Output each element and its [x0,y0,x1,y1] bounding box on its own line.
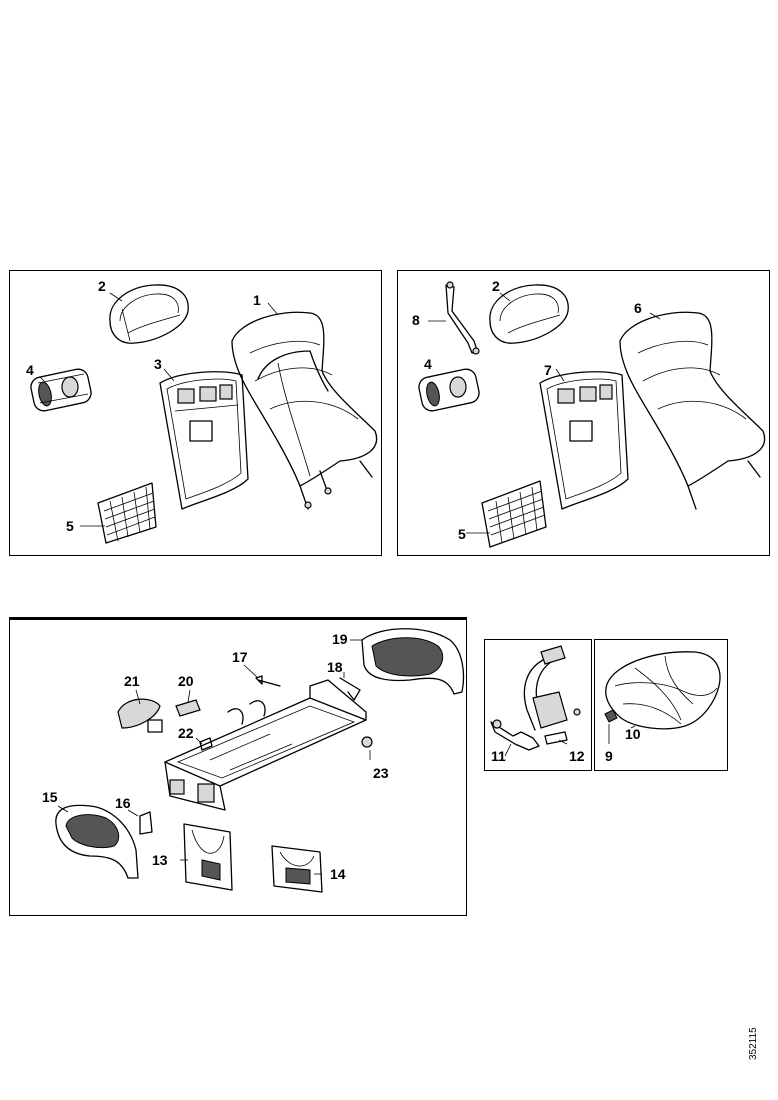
bolt-drawing [255,675,281,687]
panel-belt: 11 12 [484,639,592,771]
panel-top-right-drawing [418,281,766,548]
headrest-drawing [489,284,569,344]
callout-9: 9 [605,748,613,764]
storage-net-drawing [97,482,157,544]
handle-drawing [117,698,161,729]
callout-10: 10 [625,726,641,742]
back-panel-drawing [159,371,249,510]
handle-bracket-drawing [147,719,163,733]
back-panel-drawing [539,371,629,510]
callout-14: 14 [330,866,346,882]
seat-back-cover-drawing [619,311,766,510]
callout-3: 3 [154,356,162,372]
screw-drawing [199,737,213,751]
callout-8: 8 [412,312,420,328]
callout-12: 12 [569,748,585,764]
panel-belt-drawing [490,645,581,757]
panel-cushion: 9 10 [594,639,728,771]
callout-11: 11 [491,748,506,764]
callout-4: 4 [26,362,34,378]
callout-20: 20 [178,673,194,689]
callout-21: 21 [124,673,140,689]
seat-cushion-drawing [605,651,721,730]
trim-panel-drawing [271,845,323,893]
callout-4: 4 [424,356,432,372]
callout-22: 22 [178,725,194,741]
panel-bottom-left: 19 17 18 21 20 22 23 15 16 13 14 [9,617,467,916]
seat-frame-drawing [164,679,367,811]
panel-top-right: 8 2 6 7 4 5 [397,270,770,556]
clip-drawing [175,699,201,717]
headrest-guide-drawing [445,281,480,355]
side-shield-right-drawing [361,628,465,695]
panel-bottom-left-drawing [55,628,465,893]
belt-buckle-drawing [532,691,568,729]
callout-2: 2 [492,278,500,294]
side-shield-left-drawing [55,804,139,879]
trim-panel-drawing [183,823,233,891]
callout-13: 13 [152,852,168,868]
seat-belt-drawing [523,659,544,731]
panel-top-left-drawing [30,284,378,544]
headrest-drawing [109,284,189,344]
panel-top-left: 2 1 3 4 5 [9,270,382,556]
callout-16: 16 [115,795,131,811]
cap-drawing [361,736,373,748]
callout-1: 1 [253,292,261,308]
callout-5: 5 [458,526,466,542]
callout-17: 17 [232,649,248,665]
callout-23: 23 [373,765,389,781]
bracket-drawing [339,677,361,701]
belt-retractor-drawing [540,645,566,665]
document-id: 352115 [748,1027,759,1060]
lumbar-drawing [418,368,480,412]
callout-2: 2 [98,278,106,294]
callout-7: 7 [544,362,552,378]
callout-5: 5 [66,518,74,534]
lumbar-drawing [30,368,92,412]
clip-drawing [604,709,618,723]
seat-back-cover-drawing [231,311,378,510]
callout-18: 18 [327,659,343,675]
callout-6: 6 [634,300,642,316]
callout-15: 15 [42,789,58,805]
callout-19: 19 [332,631,348,647]
bracket-drawing [139,811,153,835]
storage-net-drawing [481,480,547,548]
panel-cushion-drawing [604,651,721,744]
